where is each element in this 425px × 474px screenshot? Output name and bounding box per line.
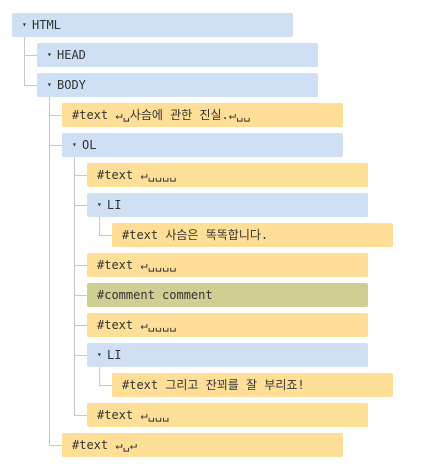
node-label: #text 사슴은 똑똑합니다. — [122, 228, 269, 242]
text-node: #text ↵␣␣␣␣ — [87, 313, 368, 337]
node-label: LI — [107, 198, 122, 212]
collapse-toggle-icon[interactable]: ▾ — [97, 200, 102, 209]
node-label: #text 그리고 잔꾀를 잘 부리죠! — [122, 378, 305, 392]
tree-connector-horizontal — [74, 265, 87, 266]
tree-connector-horizontal — [24, 55, 37, 56]
node-label: #text ↵␣↵ — [72, 438, 138, 452]
tree-connector-horizontal — [74, 415, 87, 416]
node-label: #text ↵␣␣␣␣ — [97, 258, 177, 272]
collapse-toggle-icon[interactable]: ▾ — [47, 80, 52, 89]
tree-connector-horizontal — [24, 85, 37, 86]
text-node: #text 사슴은 똑똑합니다. — [112, 223, 393, 247]
comment-node: #comment comment — [87, 283, 368, 307]
tree-connector-horizontal — [49, 115, 62, 116]
collapse-toggle-icon[interactable]: ▾ — [47, 50, 52, 59]
tree-connector-vertical — [24, 37, 25, 85]
node-label: BODY — [57, 78, 86, 92]
node-label: #text ↵␣사슴에 관한 진실.↵␣␣ — [72, 108, 251, 122]
collapse-toggle-icon[interactable]: ▾ — [22, 20, 27, 29]
node-label: #text ↵␣␣␣␣ — [97, 168, 177, 182]
tree-connector-horizontal — [74, 205, 87, 206]
text-node: #text ↵␣␣␣ — [87, 403, 368, 427]
tree-connector-vertical — [99, 217, 100, 235]
text-node: #text ↵␣␣␣␣ — [87, 253, 368, 277]
tree-connector-vertical — [99, 367, 100, 385]
element-node-head[interactable]: ▾ HEAD — [37, 43, 318, 67]
text-node: #text 그리고 잔꾀를 잘 부리죠! — [112, 373, 393, 397]
text-node: #text ↵␣↵ — [62, 433, 343, 457]
element-node-li[interactable]: ▾ LI — [87, 343, 368, 367]
node-label: HTML — [32, 18, 61, 32]
tree-connector-vertical — [74, 157, 75, 415]
element-node-li[interactable]: ▾ LI — [87, 193, 368, 217]
text-node: #text ↵␣사슴에 관한 진실.↵␣␣ — [62, 103, 343, 127]
tree-connector-vertical — [49, 97, 50, 445]
text-node: #text ↵␣␣␣␣ — [87, 163, 368, 187]
tree-connector-horizontal — [99, 235, 112, 236]
element-node-body[interactable]: ▾ BODY — [37, 73, 318, 97]
tree-connector-horizontal — [99, 385, 112, 386]
tree-connector-horizontal — [49, 145, 62, 146]
tree-connector-horizontal — [74, 295, 87, 296]
node-label: #text ↵␣␣␣ — [97, 408, 170, 422]
tree-connector-horizontal — [74, 175, 87, 176]
node-label: #comment comment — [97, 288, 213, 302]
collapse-toggle-icon[interactable]: ▾ — [72, 140, 77, 149]
collapse-toggle-icon[interactable]: ▾ — [97, 350, 102, 359]
node-label: HEAD — [57, 48, 86, 62]
element-node-html[interactable]: ▾ HTML — [12, 13, 293, 37]
element-node-ol[interactable]: ▾ OL — [62, 133, 343, 157]
node-label: LI — [107, 348, 122, 362]
node-label: #text ↵␣␣␣␣ — [97, 318, 177, 332]
node-label: OL — [82, 138, 97, 152]
tree-connector-horizontal — [49, 445, 62, 446]
tree-connector-horizontal — [74, 355, 87, 356]
tree-connector-horizontal — [74, 325, 87, 326]
